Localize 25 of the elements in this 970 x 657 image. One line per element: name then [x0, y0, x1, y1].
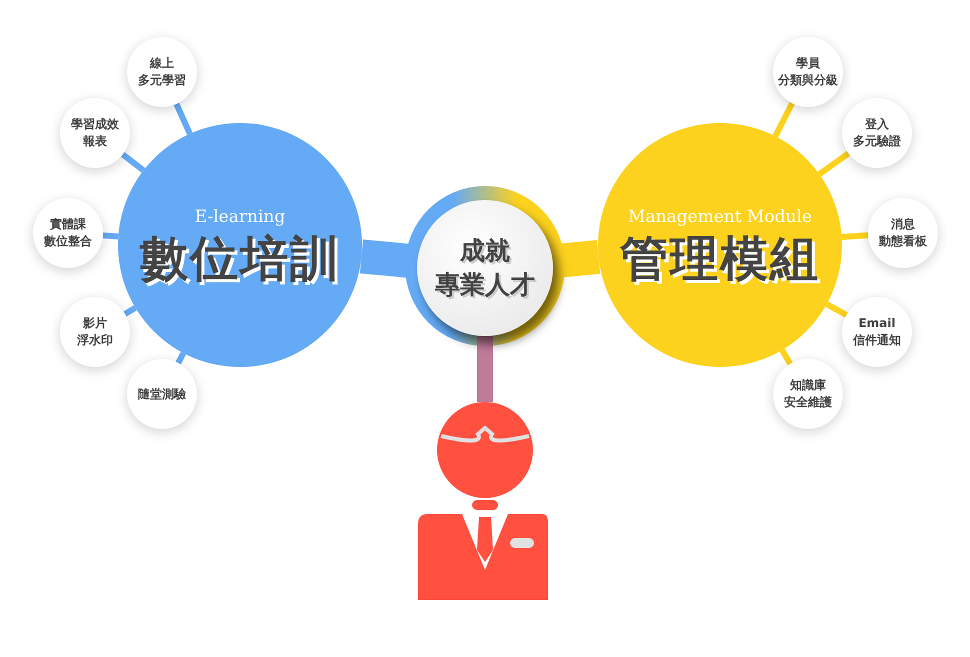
- topic-title: 數位培訓: [140, 231, 340, 287]
- topic-subtitle: E-learning: [194, 206, 286, 229]
- connector-line: [120, 152, 146, 173]
- feature-label: 隨堂測驗: [138, 386, 186, 402]
- connector-line: [779, 348, 793, 366]
- feature-label: 影片浮水印: [77, 315, 113, 349]
- connector-line: [772, 102, 795, 138]
- connector-line: [842, 232, 868, 240]
- connector-line: [123, 305, 137, 317]
- feature-label: 實體課數位整合: [44, 216, 92, 250]
- feature-label: 登入多元驗證: [853, 116, 901, 150]
- feature-label: 線上多元學習: [138, 55, 186, 89]
- connector-line: [174, 102, 193, 136]
- center-label: 成就專業人才: [435, 235, 535, 301]
- topic-subtitle: Management Module: [628, 206, 812, 229]
- connector-line: [825, 302, 848, 318]
- feature-label: 學習成效報表: [71, 116, 119, 150]
- feature-label: 消息動態看板: [879, 216, 927, 250]
- connector-line: [818, 150, 850, 177]
- feature-label: 知識庫安全維護: [784, 377, 832, 411]
- feature-label: Email信件通知: [853, 315, 901, 349]
- connector-line: [176, 352, 186, 364]
- feature-label: 學員分類與分級: [778, 55, 838, 89]
- topic-title: 管理模組: [620, 231, 820, 287]
- connector-line: [102, 232, 118, 240]
